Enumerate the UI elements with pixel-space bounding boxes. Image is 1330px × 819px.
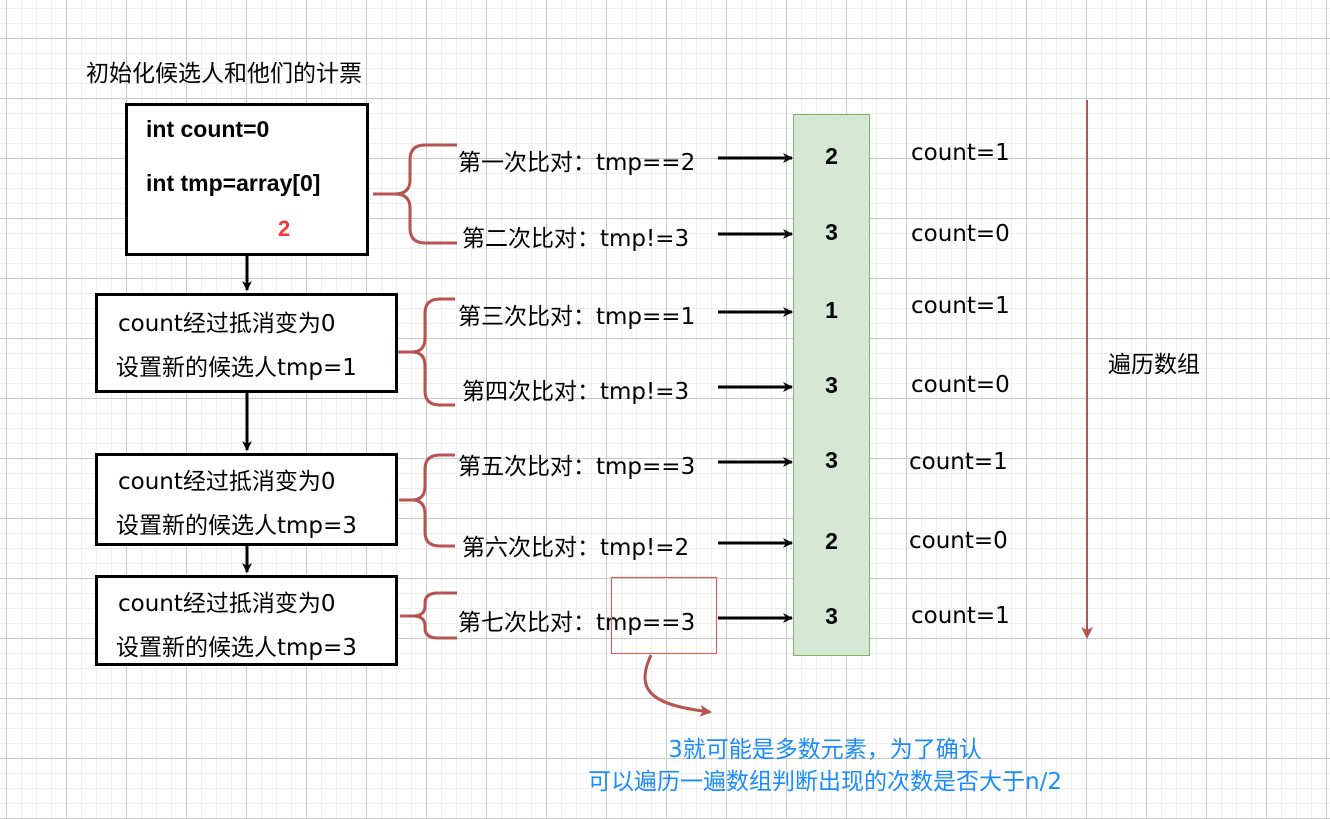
comparison-prefix: 第一次比对： xyxy=(458,150,596,176)
state-box-line2: 设置新的候选人tmp=3 xyxy=(116,635,357,661)
comparison-expr: tmp!=3 xyxy=(600,226,690,252)
init-count-line: int count=0 xyxy=(146,116,270,142)
comparison-label-1: 第一次比对：tmp==2 xyxy=(458,143,695,177)
array-element-5: 3 xyxy=(825,447,838,473)
array-element-7: 3 xyxy=(825,603,838,629)
comparison-expr: tmp==3 xyxy=(596,610,696,636)
comparison-prefix: 第三次比对： xyxy=(458,304,596,330)
comparison-label-7: 第七次比对：tmp==3 xyxy=(458,603,695,637)
comparison-expr: tmp==2 xyxy=(596,150,696,176)
comparison-prefix: 第五次比对： xyxy=(458,454,596,480)
state-box-line1: count经过抵消变为0 xyxy=(118,591,336,617)
count-value-3: count=1 xyxy=(911,293,1010,319)
comparison-prefix: 第二次比对： xyxy=(462,226,600,252)
state-box-1: count经过抵消变为0 设置新的候选人tmp=1 xyxy=(95,293,398,393)
state-box-line1: count经过抵消变为0 xyxy=(118,311,336,337)
array-column xyxy=(793,114,870,656)
count-value-5: count=1 xyxy=(909,449,1008,475)
init-tmp-value: 2 xyxy=(278,216,291,241)
array-element-2: 3 xyxy=(825,219,838,245)
init-box: int count=0 int tmp=array[0] 2 xyxy=(125,103,369,256)
state-box-line2: 设置新的候选人tmp=1 xyxy=(116,355,357,381)
array-element-4: 3 xyxy=(825,372,838,398)
array-element-6: 2 xyxy=(825,528,838,554)
comparison-label-4: 第四次比对：tmp!=3 xyxy=(462,372,689,406)
comparison-expr: tmp==1 xyxy=(596,304,696,330)
comparison-prefix: 第七次比对： xyxy=(458,610,596,636)
note-line-1: 3就可能是多数元素，为了确认 xyxy=(668,737,982,763)
brace-4 xyxy=(400,591,457,640)
comparison-label-3: 第三次比对：tmp==1 xyxy=(458,297,695,331)
state-box-line1: count经过抵消变为0 xyxy=(118,469,336,495)
comparison-expr: tmp!=2 xyxy=(600,535,690,561)
traverse-label: 遍历数组 xyxy=(1108,352,1200,378)
comparison-expr: tmp==3 xyxy=(596,454,696,480)
comparison-prefix: 第六次比对： xyxy=(462,535,600,561)
count-value-2: count=0 xyxy=(911,221,1010,247)
brace-1 xyxy=(373,143,457,245)
comparison-label-2: 第二次比对：tmp!=3 xyxy=(462,219,689,253)
brace-3 xyxy=(399,453,455,548)
array-element-1: 2 xyxy=(825,143,838,169)
comparison-prefix: 第四次比对： xyxy=(462,379,600,405)
comparison-expr: tmp!=3 xyxy=(600,379,690,405)
brace-2 xyxy=(398,297,455,407)
note-arrow xyxy=(643,654,712,717)
count-value-6: count=0 xyxy=(909,528,1008,554)
final-comparison-highlight xyxy=(611,577,717,654)
state-box-3: count经过抵消变为0 设置新的候选人tmp=3 xyxy=(95,575,398,666)
comparison-label-6: 第六次比对：tmp!=2 xyxy=(462,528,689,562)
note-line-2: 可以遍历一遍数组判断出现的次数是否大于n/2 xyxy=(588,769,1062,795)
diagram-title: 初始化候选人和他们的计票 xyxy=(86,61,362,87)
count-value-7: count=1 xyxy=(911,603,1010,629)
state-box-line2: 设置新的候选人tmp=3 xyxy=(116,513,357,539)
init-tmp-line: int tmp=array[0] xyxy=(146,170,321,196)
comparison-label-5: 第五次比对：tmp==3 xyxy=(458,447,695,481)
array-element-3: 1 xyxy=(825,297,838,323)
state-box-2: count经过抵消变为0 设置新的候选人tmp=3 xyxy=(95,453,398,546)
count-value-1: count=1 xyxy=(911,140,1010,166)
count-value-4: count=0 xyxy=(911,372,1010,398)
